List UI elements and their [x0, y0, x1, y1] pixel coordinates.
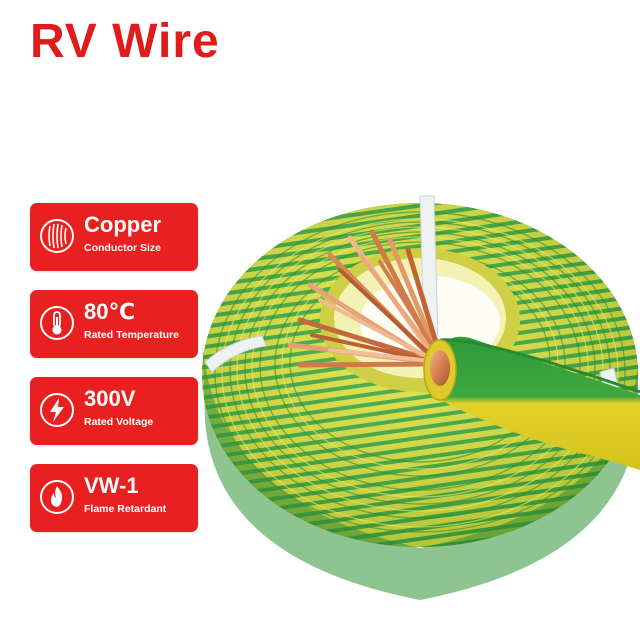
feature-badge-flame: VW-1 Flame Retardant: [30, 464, 198, 532]
feature-sub: Rated Voltage: [84, 416, 154, 428]
feature-sub: Rated Temperature: [84, 329, 179, 341]
lightning-icon: [39, 392, 75, 428]
feature-badge-voltage: 300V Rated Voltage: [30, 377, 198, 445]
feature-main: VW-1: [84, 473, 139, 498]
flame-icon: [39, 479, 75, 515]
feature-main: Copper: [84, 212, 161, 237]
feature-badge-copper: Copper Conductor Size: [30, 203, 198, 271]
feature-main: 80℃: [84, 299, 136, 324]
copper-strands-icon: [39, 218, 75, 254]
feature-sub: Flame Retardant: [84, 503, 167, 515]
feature-badge-temperature: 80℃ Rated Temperature: [30, 290, 198, 358]
thermometer-icon: [39, 305, 75, 341]
product-title: RV Wire: [30, 15, 220, 68]
feature-sub: Conductor Size: [84, 242, 162, 254]
feature-main: 300V: [84, 386, 136, 411]
